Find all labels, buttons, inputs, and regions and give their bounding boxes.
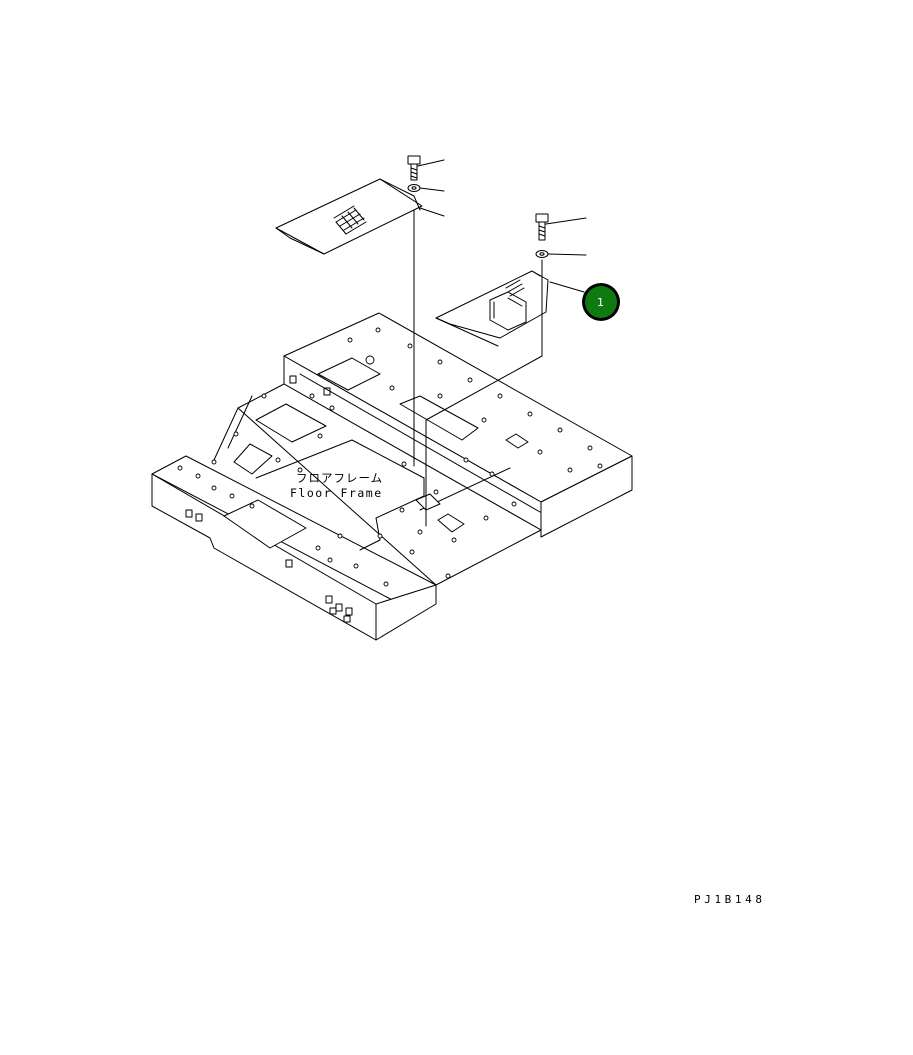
callout-1[interactable]: 1: [582, 283, 620, 321]
washer-right: [535, 250, 549, 258]
left-floor-cover: [275, 178, 423, 255]
bolt-right: [535, 213, 549, 241]
drawing-code: PJ1B148: [694, 893, 766, 906]
mesh-grille: [333, 205, 367, 235]
right-floor-cover: [435, 270, 549, 347]
washer-left: [407, 184, 421, 192]
callout-1-number: 1: [597, 296, 604, 309]
floor-frame: [151, 312, 633, 641]
floor-frame-label-en: Floor Frame: [290, 486, 383, 500]
leader-lines: [413, 159, 587, 527]
floor-frame-label-jp: フロアフレーム: [296, 471, 383, 485]
callout-1-badge: [585, 286, 617, 318]
bolt-left: [407, 155, 421, 181]
